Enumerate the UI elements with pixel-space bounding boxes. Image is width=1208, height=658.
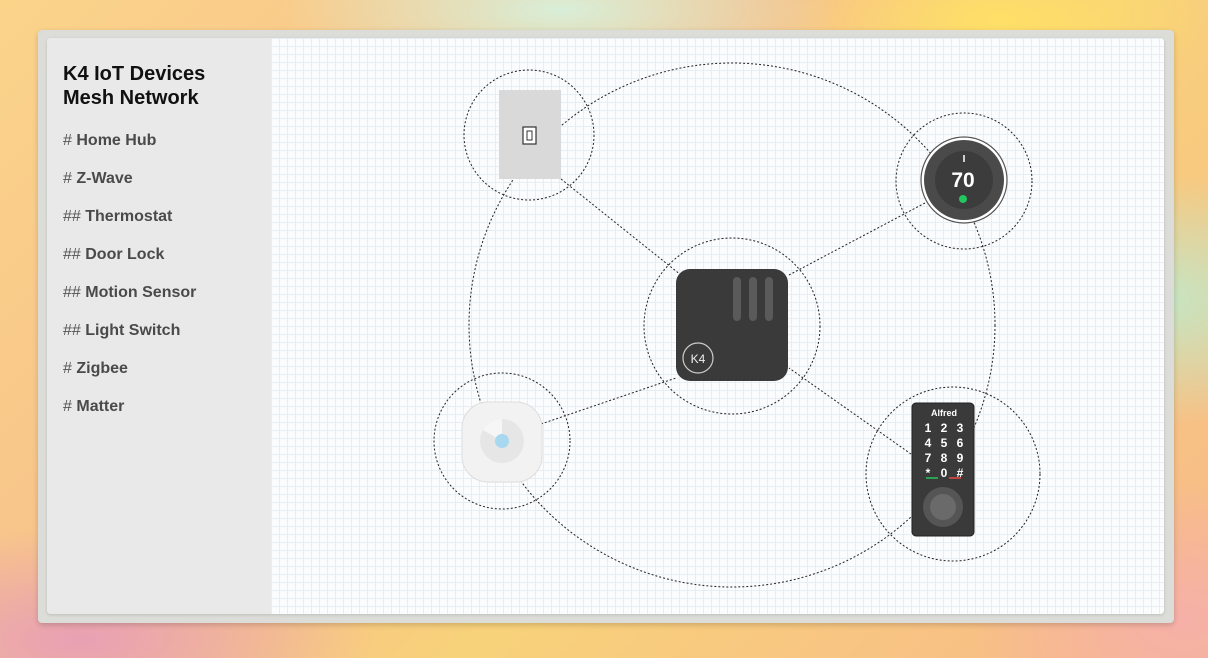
sensor-ring [433,372,571,510]
switch-ring [463,69,595,201]
lock-keypad: 1 2 3 4 5 6 7 8 9 * 0 # [920,422,968,480]
outline-item-zigbee[interactable]: # Zigbee [63,360,128,377]
link-switch-hub [560,178,682,276]
light-switch-device [499,90,561,179]
lock-brand-label: Alfred [930,408,957,418]
link-lock-hub [788,367,912,455]
lock-ring [865,386,1041,562]
keypad-key: 2 [940,421,948,435]
mesh-ring [468,62,996,588]
hub-ring [643,237,821,415]
link-sensor-hub [540,377,677,425]
keypad-key: 0 [940,466,948,480]
keypad-key: 6 [956,436,964,450]
keypad-key: 1 [924,421,932,435]
thermostat-temperature: 70 [951,169,975,192]
keypad-key: 5 [940,436,948,450]
keypad-key: # [956,466,964,480]
keypad-key: 3 [956,421,964,435]
keypad-key: 9 [956,451,964,465]
keypad-key: 7 [924,451,932,465]
outline-item-door-lock[interactable]: ## Door Lock [63,246,165,263]
outline-item-matter[interactable]: # Matter [63,398,125,415]
motion-sensor-device [461,401,543,483]
outline-item-motion-sensor[interactable]: ## Motion Sensor [63,284,197,301]
thermostat-ring [895,112,1033,250]
hub-label: K4 [690,352,706,366]
outline-item-thermostat[interactable]: ## Thermostat [63,208,173,225]
diagram-canvas[interactable]: 70 K4 Alfred 1 2 3 4 5 6 7 8 9 * 0 # [271,38,1164,614]
mesh-diagram [433,62,1041,588]
keypad-key: 8 [940,451,948,465]
outline-item-z-wave[interactable]: # Z-Wave [63,170,133,187]
door-lock-device [911,402,975,537]
outline-item-home-hub[interactable]: # Home Hub [63,132,157,149]
outline-list: # Home Hub # Z-Wave ## Thermostat ## Doo… [63,132,196,436]
link-thermostat-hub [788,202,926,276]
app-window: K4 IoT Devices Mesh Network # Home Hub #… [47,38,1164,614]
page-title: K4 IoT Devices Mesh Network [63,63,206,109]
outline-item-light-switch[interactable]: ## Light Switch [63,322,181,339]
keypad-key: 4 [924,436,932,450]
sidebar: K4 IoT Devices Mesh Network # Home Hub #… [47,38,271,614]
keypad-key: * [925,466,931,480]
thermostat-device [920,136,1008,224]
hub-device [676,269,788,381]
